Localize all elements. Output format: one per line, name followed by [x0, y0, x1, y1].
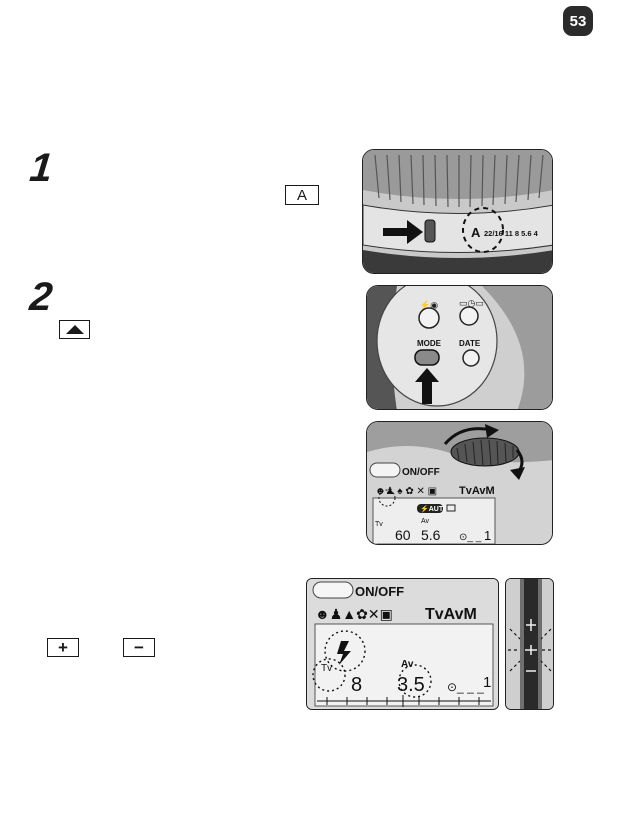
viewfinder-strip-photo — [505, 578, 554, 710]
large-lcd-frame: 1 — [483, 674, 491, 691]
mode-arrow-key — [59, 320, 90, 339]
dial-lcd-photo: ON/OFF ☻♟ ♠ ✿ ✕ ▣ TvAvM ⚡AUTO Tv Av 60 5… — [366, 421, 553, 545]
svg-text:⚡◉: ⚡◉ — [419, 299, 438, 311]
large-lcd-modes: TvAvM — [425, 606, 477, 623]
small-lcd-av-label: Av — [421, 518, 430, 525]
large-lcd-photo: ON/OFF ☻♟▲✿✕▣ TvAvM Tv Av 8 3.5 ⊙_ _ _ 1 — [306, 578, 499, 710]
date-button-label: DATE — [459, 339, 481, 348]
small-lcd-modes: TvAvM — [459, 485, 495, 497]
mode-button-photo: ⚡◉ ▭◷▭ MODE DATE — [366, 285, 553, 410]
aperture-a-key: A — [285, 185, 319, 205]
large-lcd-shutter: 8 — [351, 674, 362, 696]
svg-text:▭◷▭: ▭◷▭ — [459, 298, 484, 308]
large-lcd-av-label: Av — [401, 659, 414, 670]
aperture-scale: 22/16 11 8 5.6 4 — [484, 229, 539, 238]
svg-text:⊙_ _: ⊙_ _ — [459, 532, 482, 543]
minus-key: − — [123, 638, 155, 657]
plus-key: + — [47, 638, 79, 657]
small-lcd-frame: 1 — [484, 528, 491, 543]
small-lcd-flash-auto: ⚡AUTO — [420, 504, 449, 513]
svg-text:☻♟▲✿✕▣: ☻♟▲✿✕▣ — [315, 606, 393, 622]
large-lcd-tv-label: Tv — [321, 663, 332, 674]
mode-button-label: MODE — [417, 339, 442, 348]
small-lcd-on-off: ON/OFF — [402, 467, 440, 478]
aperture-a-mark: A — [471, 225, 481, 240]
page-number-badge: 53 — [563, 6, 593, 36]
small-lcd-tv-label: Tv — [375, 521, 383, 528]
svg-text:⊙_ _ _: ⊙_ _ _ — [447, 680, 484, 694]
step-2-number: 2 — [27, 275, 55, 319]
small-lcd-aperture: 5.6 — [421, 527, 441, 543]
lens-aperture-photo: A 22/16 11 8 5.6 4 — [362, 149, 553, 274]
svg-text:☻♟ ♠ ✿ ✕ ▣: ☻♟ ♠ ✿ ✕ ▣ — [375, 486, 437, 497]
large-lcd-on-off: ON/OFF — [355, 584, 404, 599]
triangle-up-icon — [65, 325, 84, 334]
small-lcd-shutter: 60 — [395, 527, 411, 543]
step-1-number: 1 — [27, 146, 55, 190]
large-lcd-aperture: 3.5 — [397, 674, 425, 696]
